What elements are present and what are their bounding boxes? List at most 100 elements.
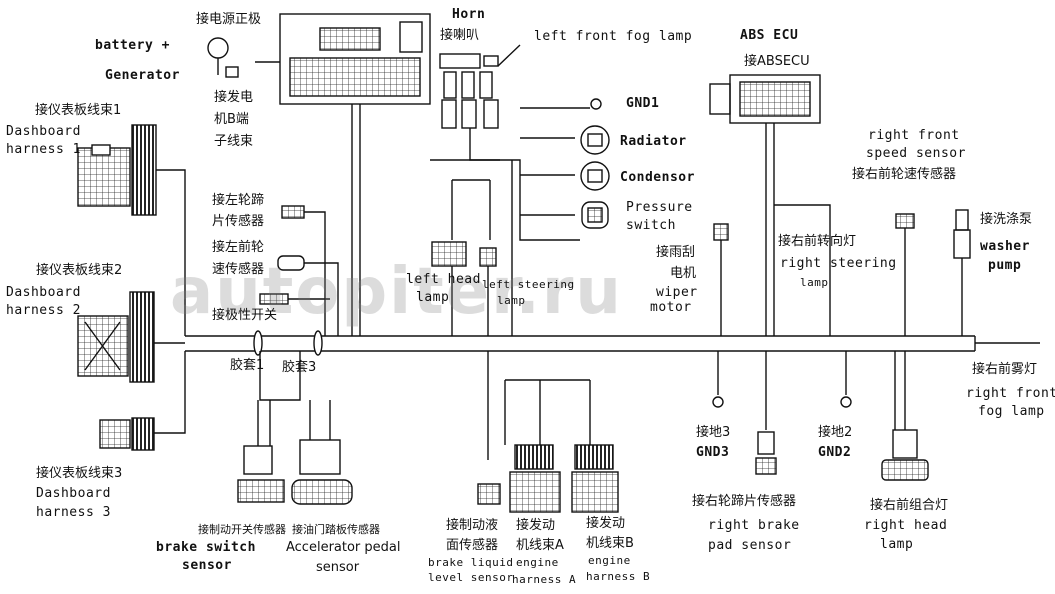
right-brake-pad-connector	[755, 351, 777, 475]
rubber-sleeve-3	[313, 330, 323, 356]
wiper-motor-connector	[713, 223, 729, 336]
brake-switch-label-cn: 接制动开关传感器	[198, 523, 286, 536]
abs-label-en: ABS ECU	[740, 28, 799, 43]
right-head-label-en-2: lamp	[880, 537, 914, 552]
right-steering-label-en-1: right steering	[780, 256, 897, 271]
dashboard-harness-1-connector	[77, 124, 186, 336]
dash2-label-cn: 接仪表板线束2	[36, 263, 123, 278]
main-trunk-harness	[185, 335, 976, 352]
gen-b-label-cn-2: 机B端	[214, 112, 249, 127]
brake-liquid-label-cn-2: 面传感器	[446, 538, 499, 553]
watermark: autopiter.ru	[170, 255, 623, 329]
right-speed-label-en-1: right front	[868, 128, 960, 143]
left-steering-lamp-label-2: lamp	[497, 294, 526, 307]
right-steering-label-cn: 接右前转向灯	[778, 234, 857, 249]
horn-label-en: Horn	[452, 7, 486, 22]
gnd3-label-en: GND3	[696, 445, 730, 460]
right-steering-lamp-connector	[774, 204, 831, 336]
wiper-label-cn-2: 电机	[670, 266, 697, 281]
dash2-label-en-1: Dashboard	[6, 285, 81, 300]
gnd2-label-en: GND2	[818, 445, 852, 460]
gnd3-label-cn: 接地3	[696, 425, 731, 440]
brake-switch-label-en-1: brake switch	[156, 540, 256, 555]
engine-b-label-en-1: engine	[588, 554, 631, 567]
washer-pump-connector	[953, 209, 971, 336]
engine-b-label-cn-1: 接发动	[586, 516, 626, 531]
left-head-lamp-label-1: left head	[406, 272, 481, 287]
engine-a-label-en-2: harness A	[512, 573, 577, 586]
engine-a-label-cn-1: 接发动	[516, 518, 556, 533]
horn-label-cn: 接喇叭	[440, 28, 480, 43]
dash3-label-cn: 接仪表板线束3	[36, 466, 123, 481]
left-speed-label-cn-2: 速传感器	[212, 262, 265, 277]
brake-liquid-label-en-1: brake liquid	[428, 556, 514, 569]
accel-label-cn: 接油门踏板传感器	[292, 523, 380, 536]
condensor-connector	[580, 161, 610, 191]
right-pad-label-en-1: right brake	[708, 518, 800, 533]
dash1-label-en-1: Dashboard	[6, 124, 81, 139]
pressure-switch-connector	[581, 201, 609, 229]
battery-label-cn: 接电源正极	[196, 12, 262, 27]
brake-liquid-label-en-2: level sensor	[428, 571, 514, 584]
front-branch-harness	[430, 98, 602, 336]
engine-b-label-en-2: harness B	[586, 570, 651, 583]
right-pad-label-cn: 接右轮蹄片传感器	[692, 494, 797, 509]
accel-label-en-1: Accelerator pedal	[286, 540, 401, 555]
right-speed-label-cn: 接右前轮速传感器	[852, 167, 957, 182]
left-fog-label-en: left front fog lamp	[534, 29, 693, 44]
wiper-label-en-2: motor	[650, 300, 692, 315]
sleeve3-label: 胶套3	[282, 360, 317, 375]
right-head-lamp-connector	[881, 351, 929, 481]
rubber-sleeve-1	[253, 330, 263, 356]
generator-label-en: Generator	[105, 68, 180, 83]
brake-switch-label-en-2: sensor	[182, 558, 232, 573]
right-head-label-en-1: right head	[864, 518, 948, 533]
radiator-label: Radiator	[620, 134, 687, 149]
abs-ecu-connector	[709, 74, 821, 336]
dash3-label-en-1: Dashboard	[36, 486, 111, 501]
battery-label-en: battery +	[95, 38, 170, 53]
washer-label-en-2: pump	[988, 258, 1022, 273]
right-pad-label-en-2: pad sensor	[708, 538, 792, 553]
accel-label-en-2: sensor	[316, 560, 360, 575]
right-fog-label-cn: 接右前雾灯	[972, 362, 1038, 377]
engine-a-label-cn-2: 机线束A	[516, 538, 564, 553]
condensor-label: Condensor	[620, 170, 695, 185]
right-head-label-cn: 接右前组合灯	[870, 498, 949, 513]
dash1-label-en-2: harness 1	[6, 142, 81, 157]
left-steering-lamp-label-1: left steering	[482, 278, 575, 291]
washer-label-en-1: washer	[980, 239, 1030, 254]
brake-liquid-label-cn-1: 接制动液	[446, 518, 499, 533]
engine-harness-branch	[477, 351, 619, 513]
engine-b-label-cn-2: 机线束B	[586, 536, 634, 551]
dash3-label-en-2: harness 3	[36, 505, 111, 520]
left-speed-label-cn-1: 接左前轮	[212, 240, 265, 255]
left-pad-label-cn-2: 片传感器	[212, 214, 265, 229]
horn-connectors	[439, 44, 521, 161]
right-fog-label-en-2: fog lamp	[978, 404, 1045, 419]
polarity-label-cn: 接极性开关	[212, 308, 278, 323]
left-head-lamp-connector	[431, 179, 497, 336]
washer-label-cn: 接洗涤泵	[980, 212, 1033, 227]
gnd1-label: GND1	[626, 96, 660, 111]
right-fog-label-en-1: right front	[966, 386, 1055, 401]
dash1-label-cn: 接仪表板线束1	[35, 103, 122, 118]
dashboard-harness-3-connector	[99, 351, 186, 451]
gnd2-label-cn: 接地2	[818, 425, 853, 440]
wiper-label-en-1: wiper	[656, 285, 698, 300]
dashboard-harness-2-connector	[77, 291, 185, 383]
pressure-label-2: switch	[626, 218, 676, 233]
left-pad-label-cn-1: 接左轮蹄	[212, 193, 265, 208]
abs-label-cn: 接ABSECU	[744, 54, 810, 69]
right-speed-label-en-2: speed sensor	[866, 146, 966, 161]
wiper-label-cn-1: 接雨刮	[656, 245, 696, 260]
fuse-box	[255, 13, 431, 336]
battery-terminal-icon	[207, 37, 239, 78]
engine-a-label-en-1: engine	[516, 556, 559, 569]
left-head-lamp-label-2: lamp	[416, 290, 450, 305]
gnd2-lead	[840, 351, 852, 408]
left-brake-pad-connector	[281, 205, 326, 336]
gen-b-label-cn-3: 子线束	[214, 134, 254, 149]
left-speed-sensor-connector	[277, 255, 339, 336]
